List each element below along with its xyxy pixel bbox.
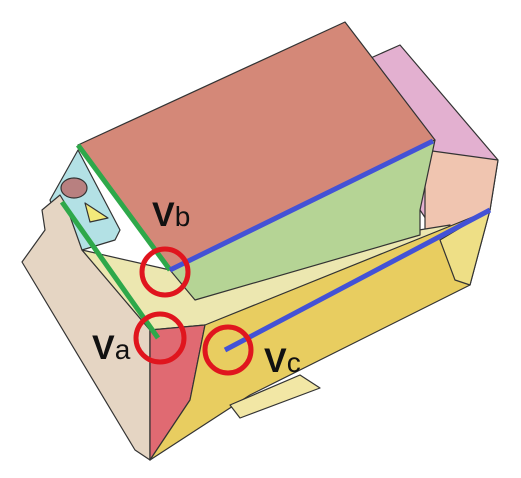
va-marker-circle bbox=[133, 311, 187, 365]
label-vc-main: V bbox=[264, 342, 287, 380]
label-va: Va bbox=[92, 329, 131, 367]
label-va-sub: a bbox=[115, 334, 131, 365]
label-vc: Vc bbox=[264, 342, 301, 380]
left-knob bbox=[60, 177, 88, 199]
label-va-main: V bbox=[92, 329, 115, 367]
vc-marker-circle bbox=[202, 324, 254, 376]
vb-marker-circle bbox=[139, 246, 191, 298]
blue-edge-upper bbox=[168, 138, 435, 273]
green-edge-lower bbox=[59, 200, 161, 340]
label-vb-sub: b bbox=[175, 201, 191, 232]
left-beige-face bbox=[21, 194, 151, 461]
bottom-flap bbox=[229, 374, 321, 419]
label-vb: Vb bbox=[152, 196, 190, 234]
left-small-yellow bbox=[84, 202, 109, 223]
label-vc-sub: c bbox=[287, 347, 301, 378]
label-vb-main: V bbox=[152, 196, 175, 234]
blue-edge-lower bbox=[223, 207, 492, 353]
